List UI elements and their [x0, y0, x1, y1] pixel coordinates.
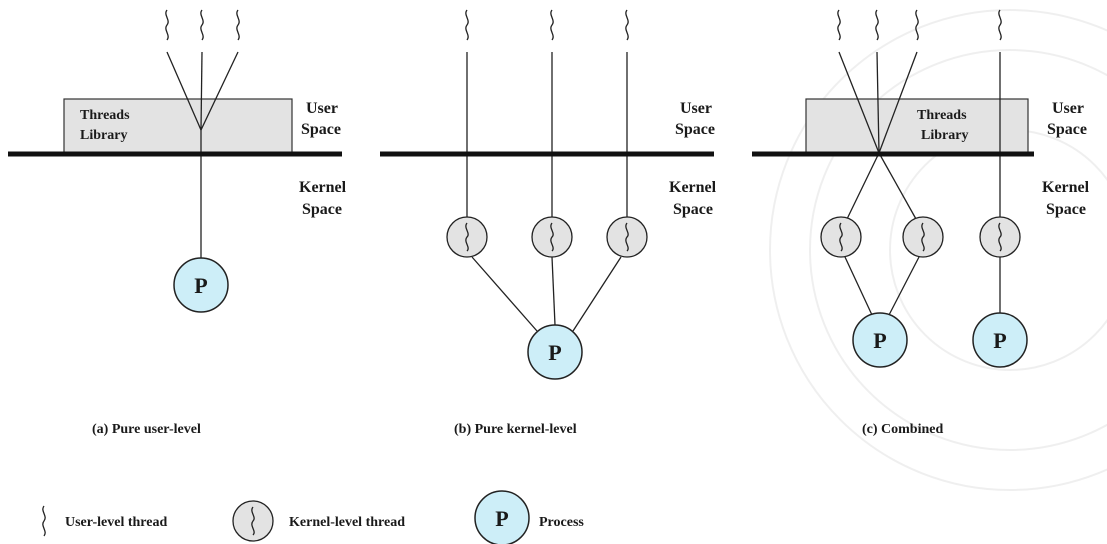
kernel-space-label-line1: Kernel — [1042, 179, 1090, 196]
caption-b: (b) Pure kernel-level — [454, 422, 577, 437]
kernel-to-process-line — [888, 256, 920, 316]
process-label: P — [993, 328, 1006, 353]
legend: User-level thread Kernel-level thread P … — [42, 490, 584, 544]
user-space-label-line1: User — [306, 100, 338, 117]
user-space-label-line1: User — [680, 100, 712, 117]
thread-mapping-line — [876, 51, 880, 154]
kernel-space-label-line1: Kernel — [669, 179, 717, 196]
process-circle — [852, 312, 908, 368]
user-thread-icon — [837, 9, 841, 41]
process-circle — [972, 312, 1028, 368]
user-thread-icon — [236, 9, 240, 41]
thread-mapping-line — [166, 51, 202, 131]
user-space-label-line2: Space — [675, 121, 715, 138]
thread-mapping-line — [878, 152, 917, 220]
kernel-space-label-line1: Kernel — [299, 179, 347, 196]
user-space-label-line2: Space — [301, 121, 341, 138]
user-thread-icon — [165, 9, 169, 41]
kernel-thread-icon — [820, 216, 862, 258]
kernel-thread-icon — [232, 500, 274, 542]
user-space-label-line2: Space — [1047, 121, 1087, 138]
legend-user-thread-label: User-level thread — [65, 515, 167, 530]
thread-mapping-line — [878, 51, 918, 154]
process-label: P — [548, 340, 561, 365]
user-thread-icon — [550, 9, 554, 41]
process-label: P — [873, 328, 886, 353]
kernel-to-process-line — [572, 256, 622, 332]
kernel-thread-icon — [606, 216, 648, 258]
user-thread-icon — [875, 9, 879, 41]
user-thread-icon — [42, 505, 46, 537]
thread-mapping-line — [846, 152, 880, 220]
threads-library-label-line1: Threads — [80, 108, 130, 123]
user-space-label-line1: User — [1052, 100, 1084, 117]
panel-pure-kernel-level: User Space Kernel Space P (b) Pure kerne… — [380, 9, 717, 437]
user-thread-icon — [915, 9, 919, 41]
legend-kernel-thread-label: Kernel-level thread — [289, 515, 405, 530]
kernel-to-process-line — [551, 256, 556, 326]
kernel-space-label-line2: Space — [673, 201, 713, 218]
panel-pure-user-level: Threads Library User Space Kernel Space … — [8, 9, 347, 437]
legend-process-label: Process — [539, 515, 584, 530]
legend-process-symbol: P — [495, 506, 508, 531]
process-label: P — [194, 273, 207, 298]
panel-combined: Threads Library User Space Kernel Space — [752, 9, 1090, 437]
kernel-thread-icon — [979, 216, 1021, 258]
user-thread-icon — [200, 9, 204, 41]
kernel-space-label-line2: Space — [1046, 201, 1086, 218]
kernel-to-process-line — [471, 256, 538, 332]
process-circle — [173, 257, 229, 313]
process-circle — [527, 324, 583, 380]
threads-library-box — [805, 98, 1029, 154]
caption-c: (c) Combined — [862, 422, 943, 437]
thread-mapping-line — [838, 51, 880, 154]
threads-library-box — [63, 98, 293, 154]
threads-library-label-line2: Library — [921, 128, 968, 143]
kernel-thread-icon — [531, 216, 573, 258]
process-circle — [474, 490, 530, 544]
user-thread-icon — [465, 9, 469, 41]
kernel-thread-icon — [446, 216, 488, 258]
kernel-thread-icon — [902, 216, 944, 258]
user-thread-icon — [998, 9, 1002, 41]
user-thread-icon — [625, 9, 629, 41]
threads-library-label-line1: Threads — [917, 108, 967, 123]
thread-mapping-line — [200, 51, 239, 131]
threads-library-label-line2: Library — [80, 128, 127, 143]
kernel-to-process-line — [844, 256, 873, 316]
kernel-space-label-line2: Space — [302, 201, 342, 218]
thread-mapping-line — [200, 51, 203, 131]
caption-a: (a) Pure user-level — [92, 422, 201, 437]
